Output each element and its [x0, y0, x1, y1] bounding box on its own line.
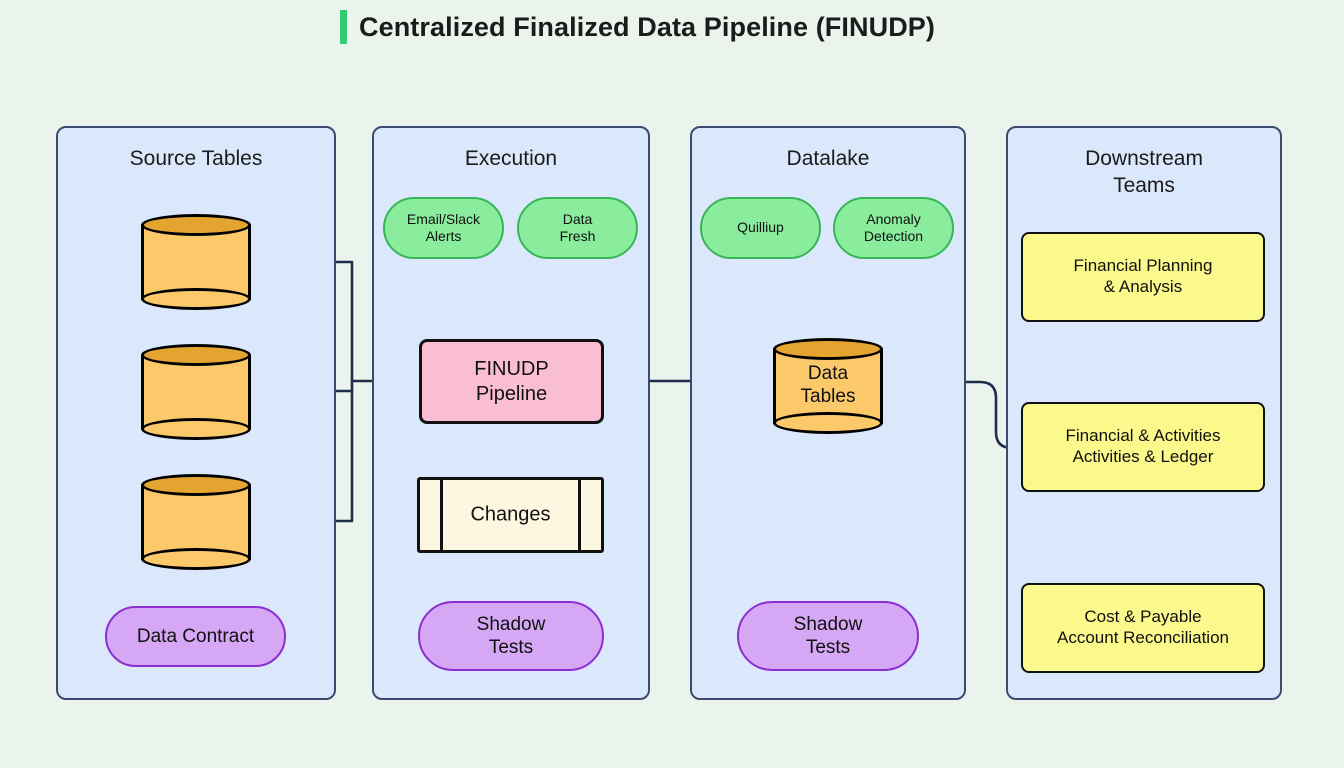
cylinder-top [141, 474, 251, 496]
node-data-contract-label: Data Contract [136, 625, 255, 647]
cylinder-bottom [773, 412, 883, 434]
changes-left-bar [440, 480, 443, 550]
cylinder-body [141, 485, 251, 559]
changes-right-bar [578, 480, 581, 550]
page-title: Centralized Finalized Data Pipeline (FIN… [340, 10, 935, 44]
lane-title-datalake: Datalake [786, 147, 870, 170]
lane-title-source-tables: Source Tables [129, 147, 263, 170]
source-cylinder-2[interactable] [141, 344, 251, 440]
node-changes-label: Changes [470, 503, 551, 526]
node-financial-planning-analysis[interactable]: Financial Planning& Analysis [1021, 232, 1265, 322]
source-cylinder-3[interactable] [141, 474, 251, 570]
node-data-contract[interactable]: Data Contract [105, 606, 286, 667]
cylinder-top [773, 338, 883, 360]
cylinder-body [773, 349, 883, 423]
cylinder-bottom [141, 418, 251, 440]
source-cylinder-1[interactable] [141, 214, 251, 310]
cylinder-top [141, 214, 251, 236]
cylinder-body [141, 225, 251, 299]
edge-datatables-to-downstream [882, 380, 1020, 453]
node-financial-planning-analysis-label: Financial Planning& Analysis [1073, 256, 1213, 296]
node-changes[interactable]: Changes [417, 477, 604, 553]
cylinder-bottom [141, 548, 251, 570]
cylinder-bottom [141, 288, 251, 310]
cylinder-top [141, 344, 251, 366]
node-quilliup-label: Quilliup [737, 219, 784, 236]
title-text: Centralized Finalized Data Pipeline (FIN… [359, 11, 935, 42]
title-accent-bar [340, 10, 347, 44]
cylinder-body [141, 355, 251, 429]
lane-title-execution: Execution [464, 147, 558, 170]
node-quilliup[interactable]: Quilliup [700, 197, 821, 259]
